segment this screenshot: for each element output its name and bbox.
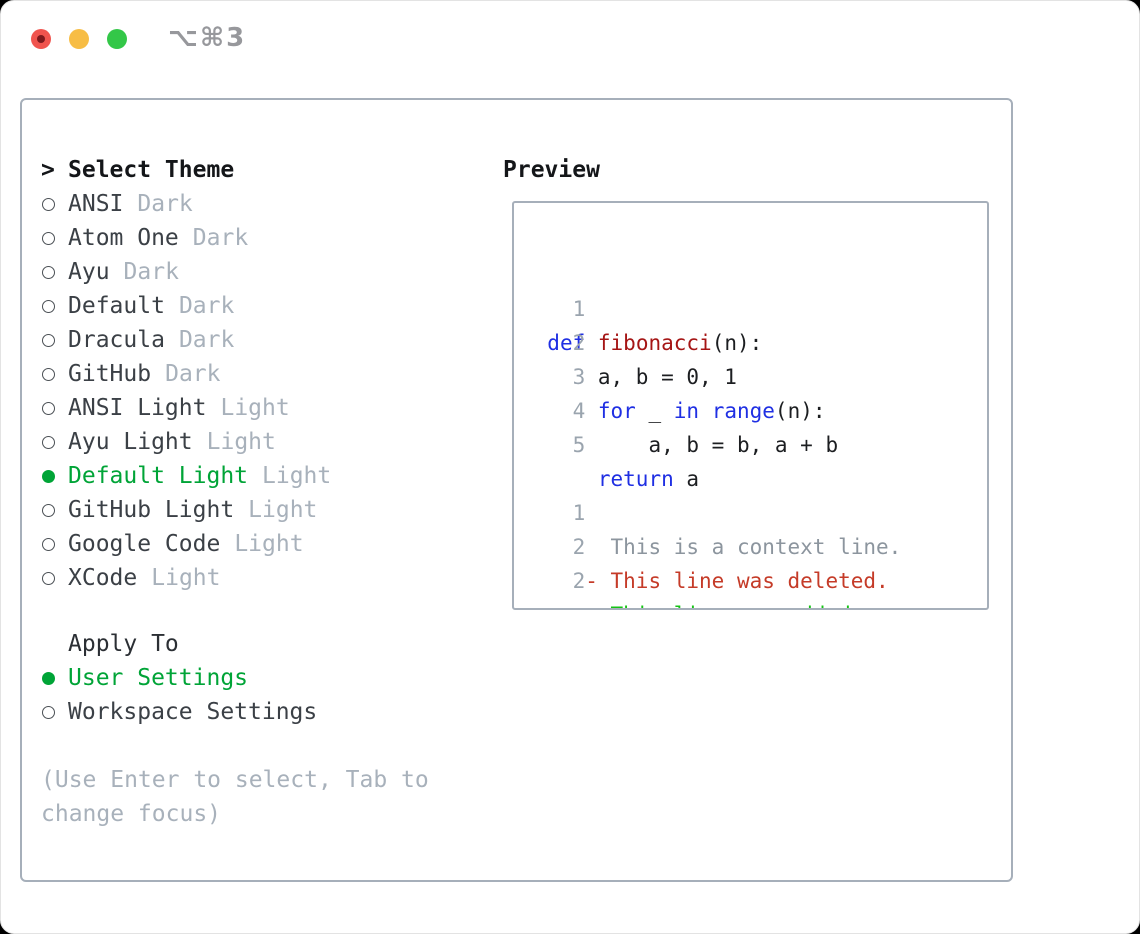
preview-code-box: 1 def fibonacci(n): 2 a, b = 0, 1 3 for … — [512, 201, 989, 610]
unsaved-dot-icon — [37, 35, 45, 43]
theme-option-github-dark[interactable]: GitHub Dark — [41, 357, 429, 391]
radio-icon — [42, 435, 55, 449]
radio-icon — [42, 571, 55, 585]
minimize-button[interactable] — [69, 29, 89, 49]
code-segment-added: + This line was added. — [547, 603, 863, 608]
line-number: 1 — [572, 297, 586, 321]
preview-code-line: 1 This is a context line. — [522, 462, 987, 559]
theme-option-ayu-light-light[interactable]: Ayu Light Light — [41, 425, 429, 459]
radio-icon — [42, 265, 55, 279]
theme-option-default-dark[interactable]: Default Dark — [41, 289, 429, 323]
code-segment-plain: _ — [635, 399, 674, 423]
preview-code-line: 1 def fibonacci(n): — [522, 258, 987, 355]
zoom-button[interactable] — [107, 29, 127, 49]
select-theme-header: > Select Theme — [41, 153, 429, 187]
code-segment-keyword: range — [711, 399, 775, 423]
theme-option-google-code-light[interactable]: Google Code Light — [41, 527, 429, 561]
theme-option-xcode-light[interactable]: XCode Light — [41, 561, 429, 595]
code-segment-context: This is a context line. — [547, 535, 902, 559]
radio-icon — [42, 537, 55, 551]
radio-icon — [42, 503, 55, 517]
preview-code-line: 2 - This line was deleted. — [522, 496, 987, 593]
radio-icon — [42, 367, 55, 381]
keyboard-hint: (Use Enter to select, Tab to change focus… — [41, 763, 429, 831]
theme-option-default-light-light[interactable]: Default Light Light — [41, 459, 429, 493]
code-segment-deleted: - This line was deleted. — [547, 569, 889, 593]
theme-option-dracula-dark[interactable]: Dracula Dark — [41, 323, 429, 357]
line-number: 3 — [572, 365, 586, 389]
code-segment-keyword: def — [547, 331, 586, 355]
radio-icon — [42, 197, 55, 211]
line-number: 5 — [572, 433, 586, 457]
line-number: 2 — [572, 535, 586, 559]
preview-code-line: 2 a, b = 0, 1 — [522, 292, 987, 389]
radio-icon — [42, 401, 55, 415]
apply-to-section: Apply To User Settings Workspace Setting… — [41, 627, 429, 729]
preview-title: Preview — [503, 157, 600, 183]
line-number: 1 — [572, 501, 586, 525]
radio-icon — [42, 231, 55, 245]
preview-code-line: 3 for _ in range(n): — [522, 326, 987, 423]
window-shortcut-label: ⌥⌘3 — [168, 23, 247, 53]
code-segment-function: fibonacci — [597, 331, 712, 355]
theme-option-ansi-dark[interactable]: ANSI Dark — [41, 187, 429, 221]
code-segment-keyword: in — [673, 399, 700, 423]
radio-icon — [42, 333, 55, 347]
code-segment-plain: a — [673, 467, 700, 491]
close-button[interactable] — [31, 29, 51, 49]
preview-code-line: 5 return a — [522, 394, 987, 491]
preview-code-line: 2 + This line was added. — [522, 530, 987, 608]
preview-code-line: 4 a, b = b, a + b — [522, 360, 987, 457]
line-number: 2 — [572, 569, 586, 593]
theme-picker-column: > Select Theme ANSI Dark Atom One Dark A… — [41, 153, 429, 831]
code-segment-keyword: return — [597, 467, 674, 491]
hint-text-line: (Use Enter to select, Tab to — [41, 767, 429, 793]
theme-option-ayu-dark[interactable]: Ayu Dark — [41, 255, 429, 289]
select-theme-title: Select Theme — [68, 157, 235, 183]
apply-option-workspace-settings[interactable]: Workspace Settings — [41, 695, 429, 729]
apply-to-options: User Settings Workspace Settings — [41, 661, 429, 729]
prompt-arrow-icon: > — [41, 157, 55, 183]
theme-option-ansi-light-light[interactable]: ANSI Light Light — [41, 391, 429, 425]
apply-option-user-settings[interactable]: User Settings — [41, 661, 429, 695]
code-segment-plain — [699, 399, 712, 423]
code-segment-plain: a, b = b, a + b — [547, 433, 839, 457]
theme-list: ANSI Dark Atom One Dark Ayu Dark Default… — [41, 187, 429, 595]
theme-option-github-light-light[interactable]: GitHub Light Light — [41, 493, 429, 527]
theme-picker-panel: > Select Theme ANSI Dark Atom One Dark A… — [20, 98, 1013, 882]
code-segment-plain: a, b = 0, 1 — [547, 365, 737, 389]
line-number: 2 — [572, 331, 586, 355]
radio-icon — [42, 705, 55, 719]
code-segment-plain: (n): — [774, 399, 826, 423]
hint-text-line: change focus) — [41, 801, 222, 827]
code-segment-plain: (n): — [711, 331, 763, 355]
theme-option-atom-one-dark[interactable]: Atom One Dark — [41, 221, 429, 255]
apply-to-header: Apply To — [41, 627, 429, 661]
radio-selected-icon — [42, 671, 55, 685]
code-segment-keyword: for — [597, 399, 636, 423]
apply-to-title: Apply To — [68, 631, 179, 657]
radio-selected-icon — [42, 469, 55, 483]
radio-icon — [42, 299, 55, 313]
line-number: 4 — [572, 399, 586, 423]
